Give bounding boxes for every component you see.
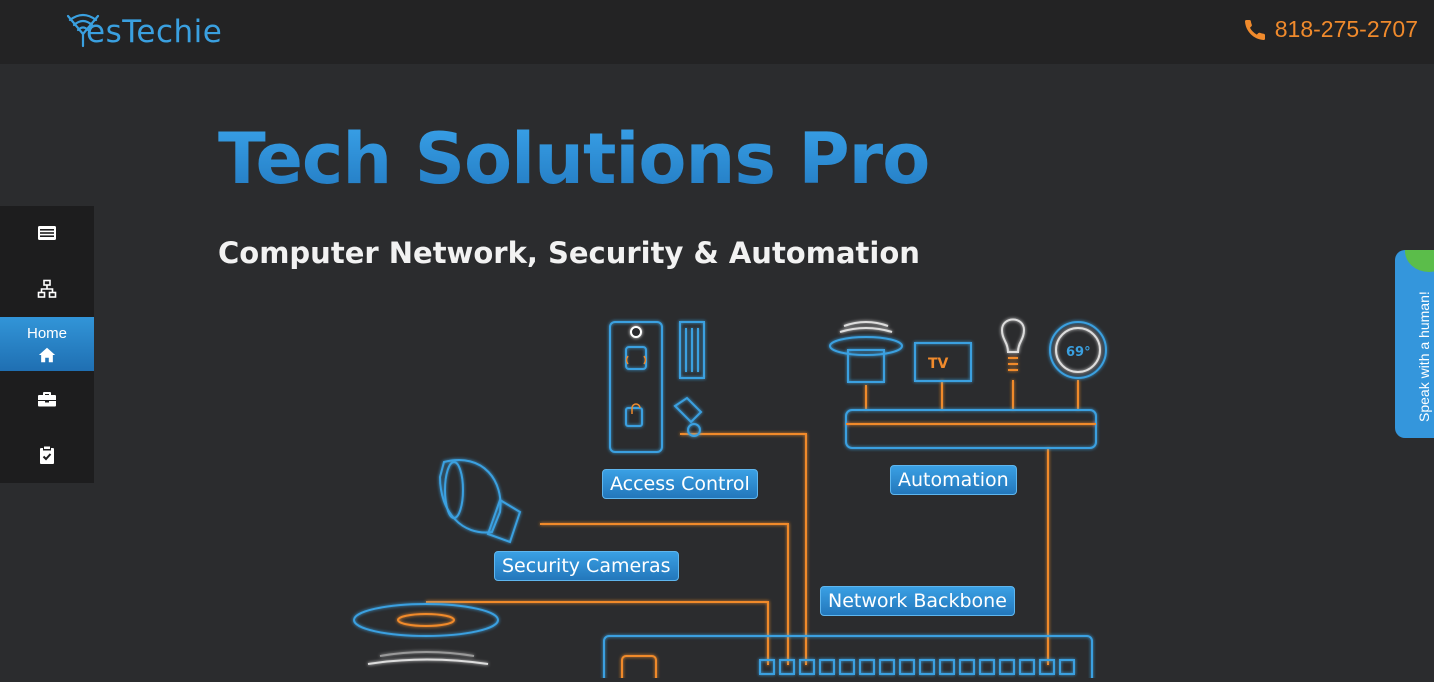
sidenav-item-home[interactable]: Home [0, 317, 94, 371]
sidenav-item-services[interactable] [0, 372, 94, 426]
thermostat-label: 69° [1066, 345, 1091, 360]
wifi-logo-icon [66, 13, 100, 48]
sidenav-item-network[interactable] [0, 262, 94, 316]
speak-with-human-label: Speak with a human! [1416, 291, 1432, 422]
clipboard-check-icon [40, 446, 54, 464]
side-nav: Home [0, 206, 94, 483]
network-icon [37, 279, 57, 298]
tv-label: TV [928, 356, 949, 372]
home-icon [38, 347, 56, 362]
news-icon [38, 226, 56, 240]
phone-icon [1244, 19, 1265, 40]
network-backbone-label: Network Backbone [820, 586, 1015, 616]
page-subtitle: Computer Network, Security & Automation [218, 236, 920, 270]
sidenav-item-label: Home [26, 324, 67, 342]
access-control-label: Access Control [602, 469, 758, 499]
sidenav-item-tasks[interactable] [0, 428, 94, 482]
automation-label: Automation [890, 465, 1017, 495]
speak-with-human-tab[interactable]: Speak with a human! [1395, 250, 1434, 438]
chat-status-indicator [1405, 250, 1434, 272]
briefcase-icon [38, 392, 56, 407]
top-bar: esTechie 818-275-2707 [0, 0, 1434, 64]
page-title: Tech Solutions Pro [218, 118, 930, 200]
phone-number: 818-275-2707 [1274, 16, 1418, 42]
network-diagram-illustration: TV 69° [353, 318, 1107, 682]
network-diagram: TV 69° Access Control Automation Securit… [340, 310, 1120, 682]
phone-link[interactable]: 818-275-2707 [1243, 16, 1418, 43]
logo-text: esTechie [86, 14, 223, 50]
sidenav-item-news[interactable] [0, 206, 94, 260]
security-cameras-label: Security Cameras [494, 551, 679, 581]
